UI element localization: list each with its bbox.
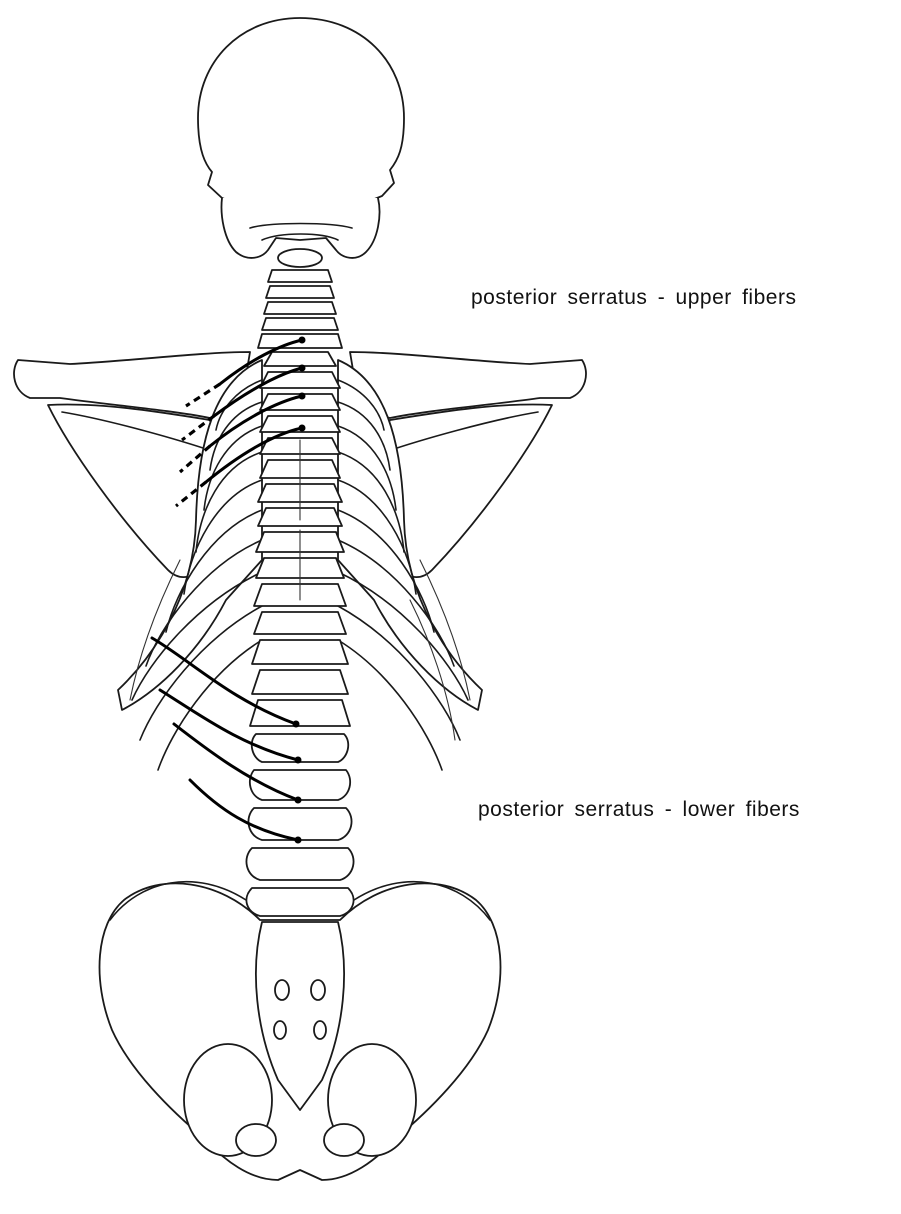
pelvis: [100, 882, 501, 1180]
skull: [198, 18, 404, 267]
lower-fibers-label: posterior serratus - lower fibers: [478, 798, 800, 822]
upper-fibers-label: posterior serratus - upper fibers: [471, 286, 796, 310]
cervical-vertebrae: [258, 270, 342, 348]
